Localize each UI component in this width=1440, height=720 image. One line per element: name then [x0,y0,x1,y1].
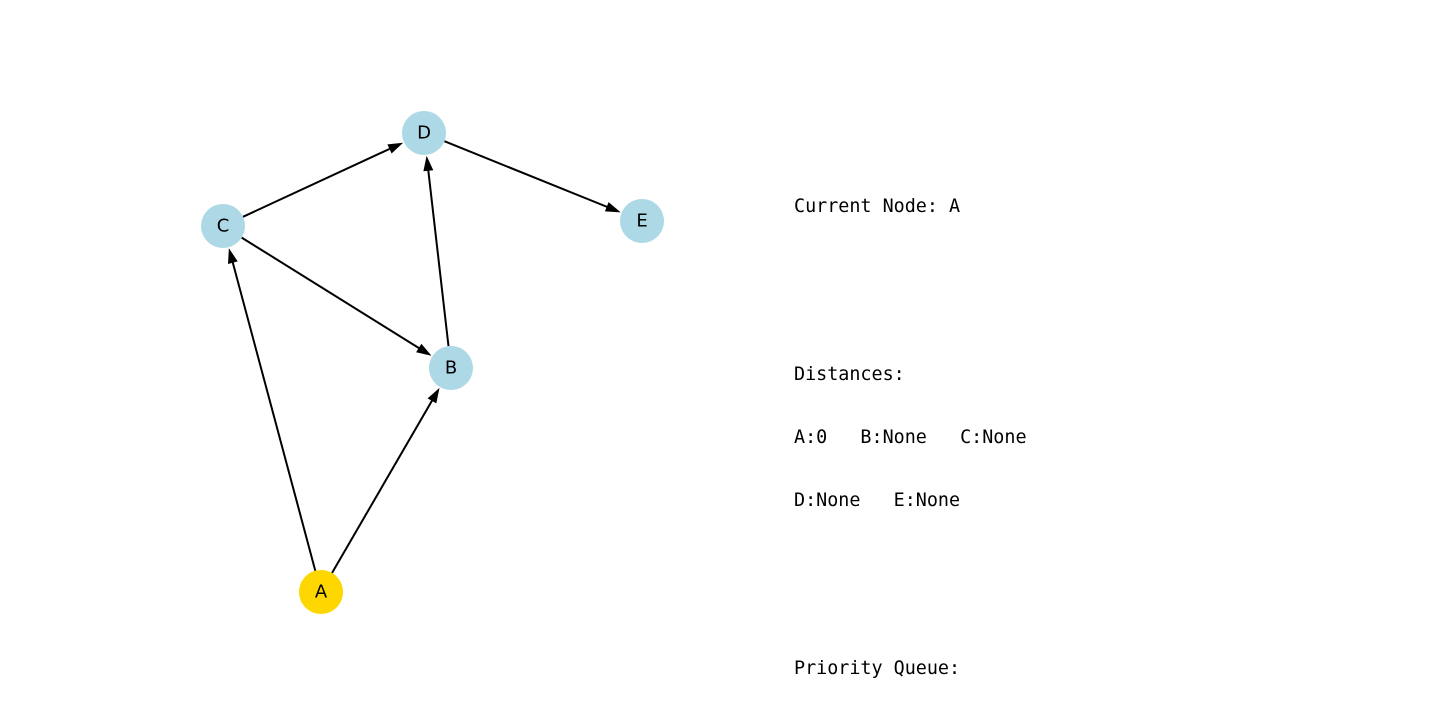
edge-C-D [242,142,404,218]
arrow-head-icon [416,343,432,356]
graph-node-A: A [299,570,343,614]
current-node-section: Current Node: A [794,154,1126,259]
info-panel: Current Node: A Distances: A:0 B:None C:… [794,112,1126,720]
distances-header: Distances: [794,364,905,385]
graph-node-C: C [201,204,245,248]
priority-queue-header: Priority Queue: [794,658,961,679]
node-circle-D [402,111,446,155]
graph-node-B: B [429,346,473,390]
arrow-head-icon [387,142,404,154]
node-label-D: D [417,123,431,144]
node-label-C: C [217,216,230,237]
edge-A-C [228,248,317,571]
edge-line [242,147,392,218]
current-node-text: Current Node: A [794,196,961,217]
edge-line [427,168,450,347]
edge-D-E [444,140,621,213]
arrow-head-icon [604,202,621,213]
node-circle-B [429,346,473,390]
node-label-A: A [315,582,328,603]
node-circle-C [201,204,245,248]
edge-line [231,260,317,571]
edge-B-D [423,155,450,347]
edge-A-B [331,387,440,574]
edge-line [331,398,434,574]
arrow-head-icon [427,387,440,404]
edge-C-B [241,236,432,356]
distances-line-2: D:None E:None [794,490,961,511]
node-circle-A [299,570,343,614]
node-label-E: E [636,211,647,232]
node-label-B: B [445,358,457,379]
edge-line [444,140,609,209]
edge-line [241,236,421,350]
arrow-head-icon [423,155,434,172]
arrow-head-icon [228,248,238,264]
node-circle-E [620,199,664,243]
graph-node-E: E [620,199,664,243]
distances-section: Distances: A:0 B:None C:None D:None E:No… [794,322,1126,553]
graph-node-D: D [402,111,446,155]
priority-queue-section: Priority Queue: [(0, 'A')] [794,616,1126,720]
distances-line-1: A:0 B:None C:None [794,427,1027,448]
